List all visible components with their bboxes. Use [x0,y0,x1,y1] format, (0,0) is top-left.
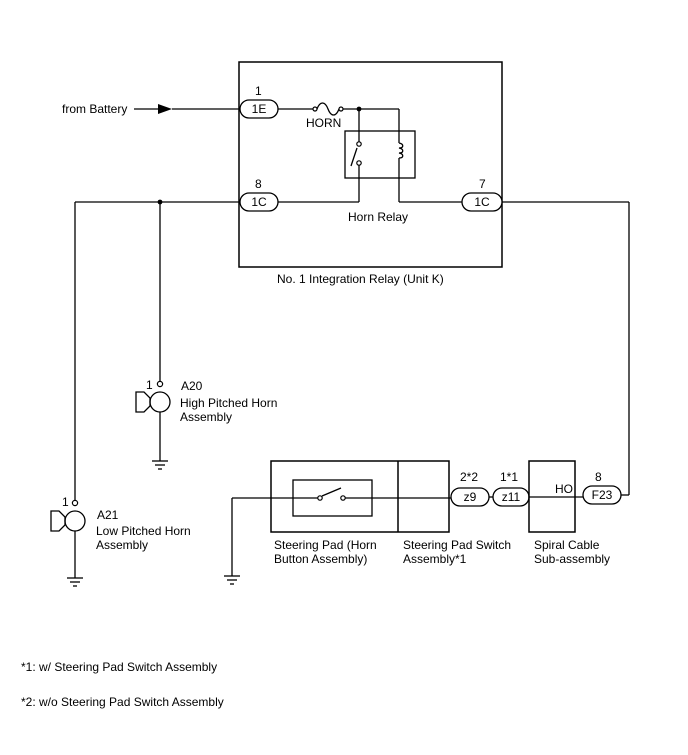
relay-coil-icon [398,131,404,178]
terminal-1c-left-pin: 8 [255,177,262,191]
a21-horn-body [64,510,86,532]
z9-pin: 2*2 [460,470,478,484]
fuse-icon [316,102,340,116]
connector-f23 [582,485,622,505]
a20-name-line1: High Pitched Horn [180,396,277,410]
switch-contact-left [317,495,323,501]
a21-name-line1: Low Pitched Horn [96,524,191,538]
z11-pin: 1*1 [500,470,518,484]
steering-block [270,460,450,533]
a20-terminal [156,380,164,388]
battery-label: from Battery [62,102,127,116]
steering-pad-label-2: Button Assembly) [274,552,367,566]
integration-relay-box [238,61,503,268]
a20-horn-body [149,391,171,413]
steering-switch-label-2: Assembly*1 [403,552,467,566]
terminal-1c-right-pin: 7 [479,177,486,191]
note-1: *1: w/ Steering Pad Switch Assembly [21,660,217,674]
spiral-cable-label-2: Sub-assembly [534,552,610,566]
note-2: *2: w/o Steering Pad Switch Assembly [21,695,224,709]
a20-pin: 1 [146,378,153,392]
a21-name-line2: Assembly [96,538,148,552]
a20-code: A20 [181,379,203,393]
a20-name-line2: Assembly [180,410,232,424]
horn-relay-box [344,130,416,179]
a21-code: A21 [97,508,119,522]
connector-1c-right-label: 1C [474,195,490,209]
terminal-1e-pin: 1 [255,84,262,98]
battery-arrow [158,104,172,114]
f23-pin: 8 [595,470,602,484]
integration-relay-label: No. 1 Integration Relay (Unit K) [277,272,444,286]
horn-button-icon [321,487,342,497]
relay-contact-bottom [356,160,362,166]
connector-z11-label: z11 [502,490,521,504]
fuse-label: HORN [306,116,341,130]
connector-1c-left-label: 1C [251,195,267,209]
fuse-end-left [312,106,318,112]
relay-contact-top [356,141,362,147]
spiral-cable-label-1: Spiral Cable [534,538,600,552]
a21-pin: 1 [62,495,69,509]
steering-pad-label-1: Steering Pad (Horn [274,538,377,552]
steering-switch-label-1: Steering Pad Switch [403,538,511,552]
relay-contact-blade [350,147,358,167]
spiral-terminal-label: HO [555,482,573,496]
connector-f23-label: F23 [592,488,613,502]
connector-z9-label: z9 [464,490,477,504]
connector-1e-label: 1E [252,102,267,116]
horn-relay-label: Horn Relay [348,210,408,224]
switch-contact-right [340,495,346,501]
fuse-end-right [338,106,344,112]
horn-icon [135,391,151,413]
a21-terminal [71,499,79,507]
horn-icon [50,510,66,532]
